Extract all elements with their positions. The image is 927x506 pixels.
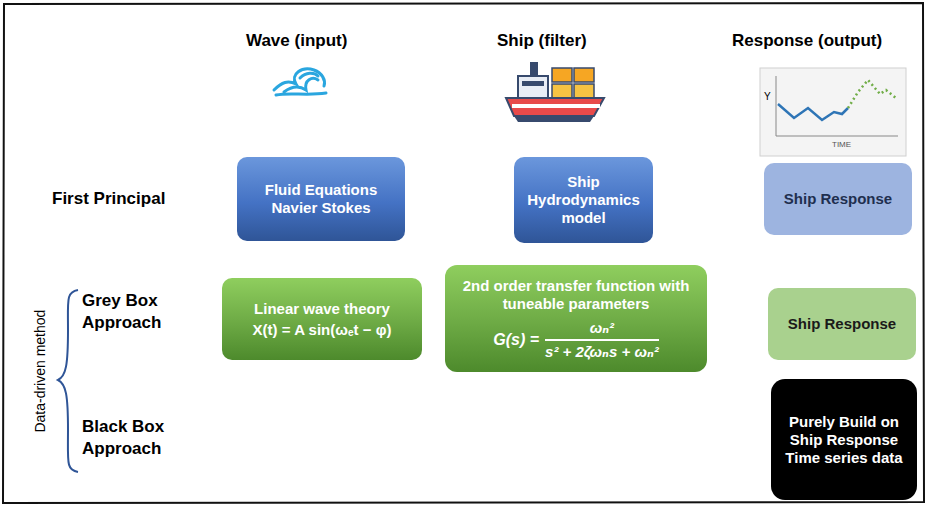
node-text: X(t) = A sin(ωₑt − φ) bbox=[253, 321, 392, 339]
node-text: Fluid Equations Navier Stokes bbox=[247, 181, 395, 217]
column-header: Ship (filter) bbox=[497, 30, 587, 52]
response-chart-icon bbox=[760, 68, 906, 156]
column-header: Wave (input) bbox=[246, 30, 347, 52]
node-content: Fluid Equations Navier Stokes bbox=[247, 181, 395, 217]
process-box: 2nd order transfer function with tuneabl… bbox=[445, 265, 707, 372]
row-header: Grey Box Approach bbox=[82, 290, 182, 334]
node-content: Purely Build on Ship Response Time serie… bbox=[781, 413, 907, 467]
node-text: ωₙ² bbox=[590, 319, 614, 339]
node-text: s² + 2ζωₙs + ωₙ² bbox=[545, 341, 659, 361]
column-header: Response (output) bbox=[732, 30, 882, 52]
node-content: Linear wave theoryX(t) = A sin(ωₑt − φ) bbox=[253, 300, 392, 339]
axis-label: Y bbox=[764, 90, 771, 103]
node-content: Ship Response bbox=[788, 315, 896, 333]
output-box: Ship Response bbox=[768, 288, 916, 360]
process-box: Linear wave theoryX(t) = A sin(ωₑt − φ) bbox=[222, 278, 422, 360]
output-box: Ship Response bbox=[764, 163, 912, 235]
formula-row: G(s) = ωₙ²s² + 2ζωₙs + ωₙ² bbox=[493, 319, 658, 361]
node-content: Ship Response bbox=[784, 190, 892, 208]
node-text: Linear wave theory bbox=[254, 300, 390, 318]
ship-icon bbox=[506, 62, 604, 122]
node-text: 2nd order transfer function with tuneabl… bbox=[455, 277, 697, 313]
wave-icon bbox=[274, 69, 326, 95]
axis-label: TIME bbox=[832, 140, 851, 150]
node-text: Ship Hydrodynamics model bbox=[524, 173, 643, 227]
node-text: G(s) = bbox=[493, 330, 539, 349]
node-text: Ship Response bbox=[784, 190, 892, 208]
process-box: Ship Hydrodynamics model bbox=[514, 157, 653, 243]
row-header: First Principal bbox=[52, 188, 165, 210]
node-text: Ship Response bbox=[788, 315, 896, 333]
group-label: Data-driven method bbox=[31, 306, 49, 436]
node-text: Purely Build on Ship Response Time serie… bbox=[781, 413, 907, 467]
output-box: Purely Build on Ship Response Time serie… bbox=[771, 379, 917, 500]
fraction: ωₙ²s² + 2ζωₙs + ωₙ² bbox=[545, 319, 659, 361]
process-box: Fluid Equations Navier Stokes bbox=[237, 157, 405, 241]
fraction-bar bbox=[545, 339, 659, 341]
grouping-bracket bbox=[58, 290, 78, 472]
sketch-frame bbox=[3, 3, 924, 503]
row-header: Black Box Approach bbox=[82, 416, 182, 460]
node-content: Ship Hydrodynamics model bbox=[524, 173, 643, 227]
node-content: 2nd order transfer function with tuneabl… bbox=[455, 277, 697, 361]
